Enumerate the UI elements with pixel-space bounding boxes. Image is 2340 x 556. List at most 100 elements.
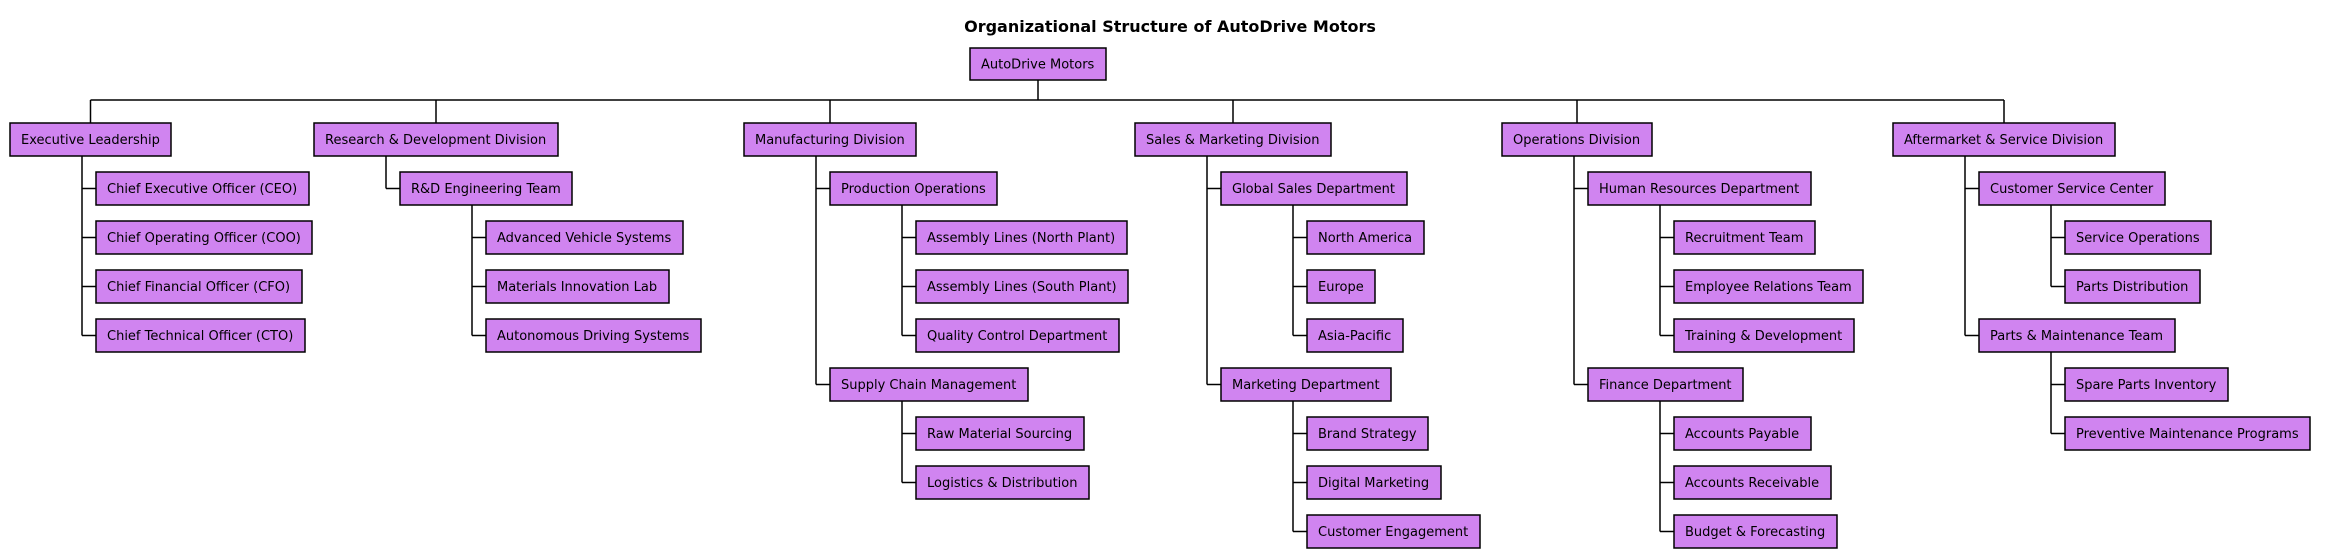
org-node-parts-and-maintenance-team: Parts & Maintenance Team bbox=[1978, 318, 2176, 353]
node-label: Recruitment Team bbox=[1685, 231, 1803, 246]
node-label: Chief Financial Officer (CFO) bbox=[107, 280, 290, 295]
node-box bbox=[915, 269, 1129, 304]
node-label: Accounts Receivable bbox=[1685, 476, 1819, 491]
node-label: Aftermarket & Service Division bbox=[1904, 133, 2103, 148]
node-box bbox=[2064, 269, 2201, 304]
org-node-spare-parts-inventory: Spare Parts Inventory bbox=[2064, 367, 2229, 402]
node-box bbox=[1892, 122, 2116, 157]
node-label: Customer Engagement bbox=[1318, 525, 1468, 540]
org-node-chief-financial-officer-cfo: Chief Financial Officer (CFO) bbox=[95, 269, 303, 304]
org-node-service-operations: Service Operations bbox=[2064, 220, 2212, 255]
org-node-sales-and-marketing-division: Sales & Marketing Division bbox=[1134, 122, 1332, 157]
node-label: Chief Executive Officer (CEO) bbox=[107, 182, 297, 197]
node-box bbox=[399, 171, 573, 206]
node-box bbox=[1306, 465, 1442, 500]
node-box bbox=[313, 122, 559, 157]
org-node-research-and-development-division: Research & Development Division bbox=[313, 122, 559, 157]
org-node-supply-chain-management: Supply Chain Management bbox=[829, 367, 1029, 402]
node-box bbox=[1306, 318, 1404, 353]
org-node-north-america: North America bbox=[1306, 220, 1425, 255]
org-node-aftermarket-and-service-division: Aftermarket & Service Division bbox=[1892, 122, 2116, 157]
org-node-marketing-department: Marketing Department bbox=[1220, 367, 1392, 402]
node-label: Customer Service Center bbox=[1990, 182, 2154, 197]
node-label: Accounts Payable bbox=[1685, 427, 1799, 442]
node-box bbox=[915, 220, 1128, 255]
org-node-customer-engagement: Customer Engagement bbox=[1306, 514, 1481, 549]
node-box bbox=[1220, 367, 1392, 402]
node-label: Assembly Lines (South Plant) bbox=[927, 280, 1117, 295]
org-node-accounts-payable: Accounts Payable bbox=[1673, 416, 1812, 451]
org-node-chief-executive-officer-ceo: Chief Executive Officer (CEO) bbox=[95, 171, 310, 206]
node-box bbox=[1673, 269, 1864, 304]
org-node-finance-department: Finance Department bbox=[1587, 367, 1744, 402]
org-node-autonomous-driving-systems: Autonomous Driving Systems bbox=[485, 318, 702, 353]
org-node-materials-innovation-lab: Materials Innovation Lab bbox=[485, 269, 670, 304]
org-node-assembly-lines-north-plant: Assembly Lines (North Plant) bbox=[915, 220, 1128, 255]
node-label: Budget & Forecasting bbox=[1685, 525, 1825, 540]
node-label: R&D Engineering Team bbox=[411, 182, 561, 197]
node-box bbox=[95, 318, 306, 353]
org-node-parts-distribution: Parts Distribution bbox=[2064, 269, 2201, 304]
node-label: Service Operations bbox=[2076, 231, 2200, 246]
node-box bbox=[2064, 416, 2311, 451]
node-box bbox=[1673, 514, 1838, 549]
org-node-europe: Europe bbox=[1306, 269, 1376, 304]
node-box bbox=[1673, 416, 1812, 451]
node-label: Sales & Marketing Division bbox=[1146, 133, 1319, 148]
org-node-randd-engineering-team: R&D Engineering Team bbox=[399, 171, 573, 206]
org-node-budget-and-forecasting: Budget & Forecasting bbox=[1673, 514, 1838, 549]
node-box bbox=[1673, 318, 1855, 353]
node-box bbox=[9, 122, 172, 157]
org-node-advanced-vehicle-systems: Advanced Vehicle Systems bbox=[485, 220, 684, 255]
node-label: Production Operations bbox=[841, 182, 986, 197]
node-label: North America bbox=[1318, 231, 1412, 246]
org-node-logistics-and-distribution: Logistics & Distribution bbox=[915, 465, 1090, 500]
node-label: Assembly Lines (North Plant) bbox=[927, 231, 1115, 246]
node-box bbox=[1220, 171, 1408, 206]
node-label: Preventive Maintenance Programs bbox=[2076, 427, 2299, 442]
node-label: Human Resources Department bbox=[1599, 182, 1799, 197]
node-label: Employee Relations Team bbox=[1685, 280, 1852, 295]
org-node-production-operations: Production Operations bbox=[829, 171, 998, 206]
org-node-executive-leadership: Executive Leadership bbox=[9, 122, 172, 157]
node-label: Global Sales Department bbox=[1232, 182, 1395, 197]
node-label: Digital Marketing bbox=[1318, 476, 1429, 491]
org-node-assembly-lines-south-plant: Assembly Lines (South Plant) bbox=[915, 269, 1129, 304]
node-box bbox=[1306, 220, 1425, 255]
node-label: Chief Operating Officer (COO) bbox=[107, 231, 301, 246]
node-label: Marketing Department bbox=[1232, 378, 1380, 393]
node-box bbox=[485, 318, 702, 353]
node-box bbox=[1306, 416, 1429, 451]
org-node-employee-relations-team: Employee Relations Team bbox=[1673, 269, 1864, 304]
node-box bbox=[829, 171, 998, 206]
node-label: Finance Department bbox=[1599, 378, 1732, 393]
org-node-chief-technical-officer-cto: Chief Technical Officer (CTO) bbox=[95, 318, 306, 353]
node-box bbox=[95, 220, 313, 255]
node-box bbox=[1673, 465, 1832, 500]
node-label: Spare Parts Inventory bbox=[2076, 378, 2217, 393]
node-box bbox=[485, 269, 670, 304]
node-box bbox=[1587, 171, 1812, 206]
node-box bbox=[1978, 171, 2166, 206]
org-node-accounts-receivable: Accounts Receivable bbox=[1673, 465, 1832, 500]
org-node-customer-service-center: Customer Service Center bbox=[1978, 171, 2166, 206]
org-node-preventive-maintenance-programs: Preventive Maintenance Programs bbox=[2064, 416, 2311, 451]
org-node-global-sales-department: Global Sales Department bbox=[1220, 171, 1408, 206]
node-label: Europe bbox=[1318, 280, 1364, 295]
node-box bbox=[1306, 514, 1481, 549]
node-label: Parts & Maintenance Team bbox=[1990, 329, 2163, 344]
node-label: Brand Strategy bbox=[1318, 427, 1417, 442]
node-label: AutoDrive Motors bbox=[981, 58, 1095, 73]
node-box bbox=[1501, 122, 1653, 157]
org-node-recruitment-team: Recruitment Team bbox=[1673, 220, 1816, 255]
node-box bbox=[2064, 220, 2212, 255]
node-label: Advanced Vehicle Systems bbox=[497, 231, 671, 246]
node-box bbox=[1673, 220, 1816, 255]
connector-lines bbox=[81, 80, 2065, 533]
node-box bbox=[915, 465, 1090, 500]
node-label: Research & Development Division bbox=[325, 133, 546, 148]
org-node-training-and-development: Training & Development bbox=[1673, 318, 1855, 353]
node-box bbox=[1134, 122, 1332, 157]
